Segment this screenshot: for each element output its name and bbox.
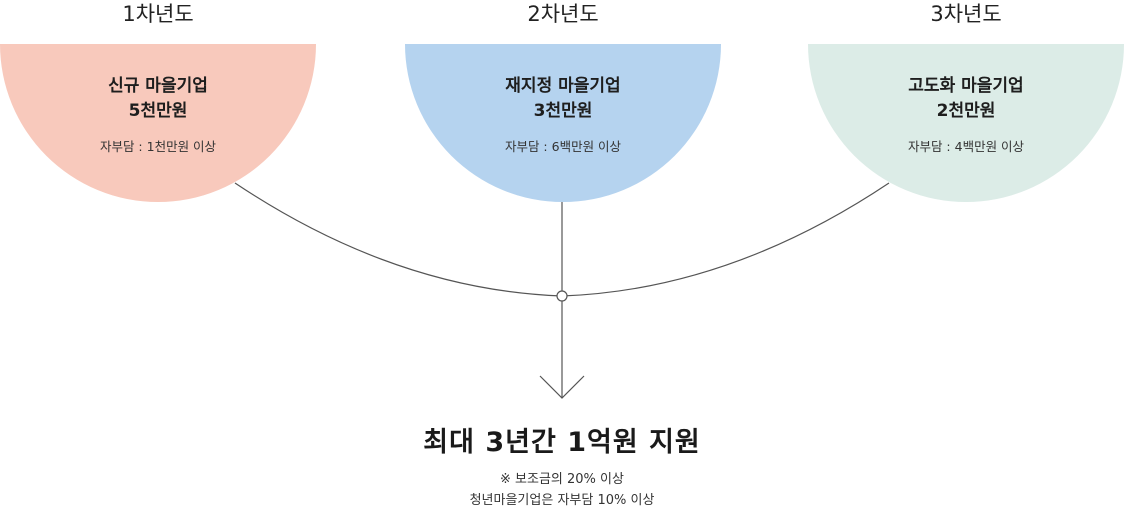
- year-3-title: 고도화 마을기업: [908, 76, 1024, 96]
- year-2-note: 자부담 : 6백만원 이상: [504, 139, 622, 154]
- year-1-title: 신규 마을기업: [108, 76, 208, 96]
- year-label-3: 3차년도: [930, 2, 1002, 26]
- junction-node: [556, 290, 568, 302]
- arrow-head-icon: [539, 375, 585, 399]
- year-2-title: 재지정 마을기업: [505, 76, 621, 96]
- connector-left: [234, 182, 563, 297]
- connector-right: [561, 182, 890, 297]
- result-note-2: 청년마을기업은 자부담 10% 이상: [469, 493, 655, 508]
- year-1-amount: 5천만원: [128, 101, 188, 121]
- result-note-1: ※ 보조금의 20% 이상: [500, 472, 624, 487]
- year-3-note: 자부담 : 4백만원 이상: [907, 139, 1025, 154]
- year-1-note: 자부담 : 1천만원 이상: [99, 139, 217, 154]
- result-headline: 최대 3년간 1억원 지원: [423, 427, 701, 458]
- year-label-1: 1차년도: [122, 2, 194, 26]
- year-label-2: 2차년도: [527, 2, 599, 26]
- year-2-amount: 3천만원: [533, 101, 593, 121]
- year-3-amount: 2천만원: [936, 101, 996, 121]
- year-2-semicircle: 재지정 마을기업 3천만원 자부담 : 6백만원 이상: [405, 44, 721, 202]
